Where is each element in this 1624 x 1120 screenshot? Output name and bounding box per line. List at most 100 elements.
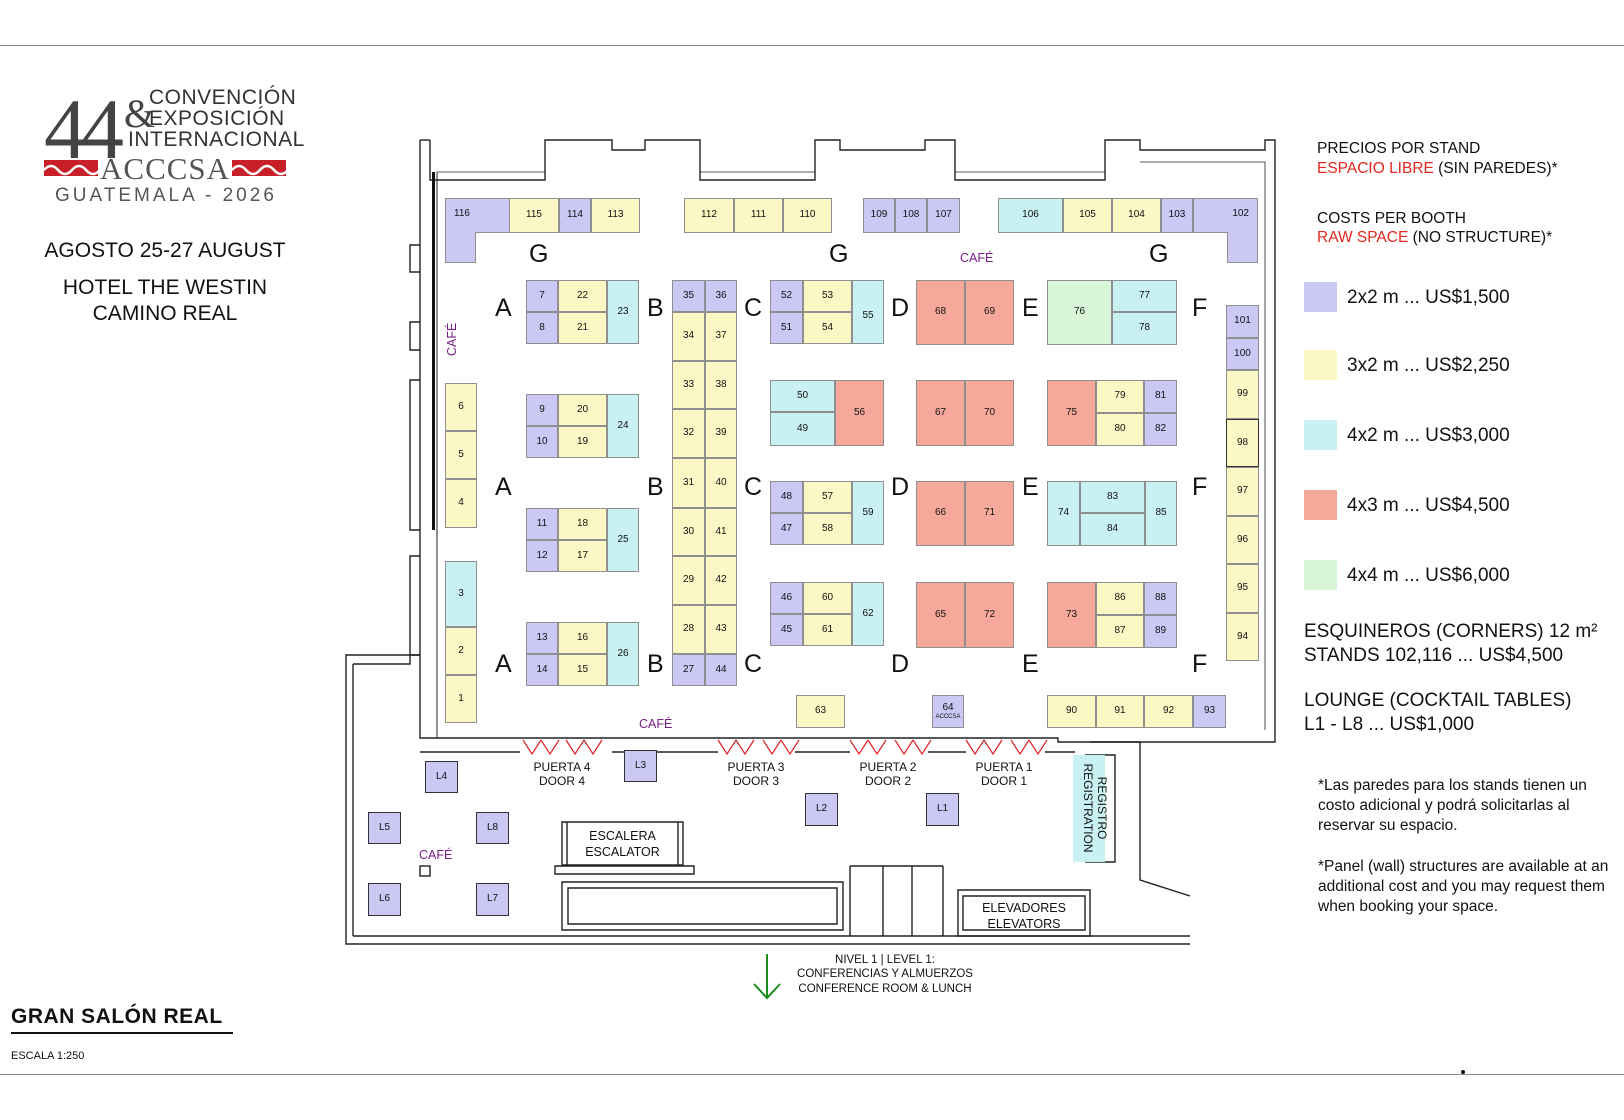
booth-37[interactable]: 37 [705, 312, 737, 361]
booth-22[interactable]: 22 [558, 280, 607, 312]
booth-80[interactable]: 80 [1096, 413, 1144, 446]
booth-6[interactable]: 6 [445, 383, 477, 431]
booth-96[interactable]: 96 [1226, 516, 1259, 564]
booth-54[interactable]: 54 [803, 312, 852, 344]
booth-2[interactable]: 2 [445, 627, 477, 675]
booth-82[interactable]: 82 [1144, 413, 1177, 446]
booth-39[interactable]: 39 [705, 409, 737, 458]
booth-1[interactable]: 1 [445, 675, 477, 723]
booth-9[interactable]: 9 [526, 394, 558, 426]
booth-99[interactable]: 99 [1226, 370, 1259, 419]
booth-85[interactable]: 85 [1145, 481, 1177, 546]
booth-20[interactable]: 20 [558, 394, 607, 426]
booth-90[interactable]: 90 [1047, 695, 1096, 728]
lounge-L8[interactable]: L8 [476, 812, 509, 844]
lounge-L6[interactable]: L6 [368, 883, 401, 916]
booth-45[interactable]: 45 [770, 614, 803, 646]
booth-109[interactable]: 109 [863, 198, 895, 233]
booth-113[interactable]: 113 [591, 198, 640, 233]
booth-78[interactable]: 78 [1112, 312, 1177, 345]
booth-36[interactable]: 36 [705, 280, 737, 312]
booth-67[interactable]: 67 [916, 380, 965, 446]
booth-27[interactable]: 27 [672, 654, 705, 686]
booth-21[interactable]: 21 [558, 312, 607, 344]
booth-16[interactable]: 16 [558, 622, 607, 654]
booth-63[interactable]: 63 [796, 695, 845, 728]
booth-46[interactable]: 46 [770, 582, 803, 614]
booth-72[interactable]: 72 [965, 582, 1014, 648]
booth-64[interactable]: 64 ACCCSA [932, 695, 964, 728]
lounge-L7[interactable]: L7 [476, 883, 509, 916]
booth-8[interactable]: 8 [526, 312, 558, 344]
booth-97[interactable]: 97 [1226, 467, 1259, 516]
booth-13[interactable]: 13 [526, 622, 558, 654]
booth-75[interactable]: 75 [1047, 380, 1096, 446]
booth-104[interactable]: 104 [1112, 198, 1161, 233]
booth-48[interactable]: 48 [770, 481, 803, 513]
booth-15[interactable]: 15 [558, 654, 607, 686]
booth-92[interactable]: 92 [1144, 695, 1193, 728]
booth-77[interactable]: 77 [1112, 280, 1177, 312]
booth-34[interactable]: 34 [672, 312, 705, 361]
booth-38[interactable]: 38 [705, 361, 737, 409]
booth-103[interactable]: 103 [1161, 198, 1193, 233]
booth-32[interactable]: 32 [672, 409, 705, 458]
booth-44[interactable]: 44 [705, 654, 737, 686]
booth-91[interactable]: 91 [1096, 695, 1144, 728]
booth-84[interactable]: 84 [1080, 513, 1145, 546]
booth-31[interactable]: 31 [672, 458, 705, 508]
booth-81[interactable]: 81 [1144, 380, 1177, 413]
booth-95[interactable]: 95 [1226, 564, 1259, 613]
booth-112[interactable]: 112 [684, 198, 734, 233]
booth-47[interactable]: 47 [770, 513, 803, 545]
booth-59[interactable]: 59 [852, 481, 884, 545]
booth-86[interactable]: 86 [1096, 582, 1144, 615]
booth-41[interactable]: 41 [705, 508, 737, 556]
booth-11[interactable]: 11 [526, 508, 558, 540]
booth-101[interactable]: 101 [1226, 305, 1259, 338]
booth-26[interactable]: 26 [607, 622, 639, 686]
booth-98[interactable]: 98 [1226, 419, 1259, 467]
booth-93[interactable]: 93 [1193, 695, 1226, 728]
booth-94[interactable]: 94 [1226, 613, 1259, 661]
booth-74[interactable]: 74 [1047, 481, 1080, 546]
booth-76[interactable]: 76 [1047, 280, 1112, 345]
booth-49[interactable]: 49 [770, 412, 835, 446]
booth-29[interactable]: 29 [672, 556, 705, 605]
booth-7[interactable]: 7 [526, 280, 558, 312]
booth-115[interactable]: 115 [509, 198, 559, 233]
booth-25[interactable]: 25 [607, 508, 639, 572]
booth-73[interactable]: 73 [1047, 582, 1096, 648]
booth-102-corner[interactable] [1227, 232, 1258, 263]
booth-66[interactable]: 66 [916, 481, 965, 546]
booth-87[interactable]: 87 [1096, 615, 1144, 648]
booth-114[interactable]: 114 [559, 198, 591, 233]
booth-61[interactable]: 61 [803, 614, 852, 646]
booth-62[interactable]: 62 [852, 582, 884, 646]
booth-111[interactable]: 111 [734, 198, 783, 233]
booth-14[interactable]: 14 [526, 654, 558, 686]
booth-43[interactable]: 43 [705, 605, 737, 654]
booth-102[interactable]: 102 [1193, 198, 1258, 233]
booth-28[interactable]: 28 [672, 605, 705, 654]
booth-24[interactable]: 24 [607, 394, 639, 458]
booth-71[interactable]: 71 [965, 481, 1014, 546]
booth-23[interactable]: 23 [607, 280, 639, 344]
booth-57[interactable]: 57 [803, 481, 852, 513]
booth-60[interactable]: 60 [803, 582, 852, 614]
booth-108[interactable]: 108 [895, 198, 927, 233]
booth-19[interactable]: 19 [558, 426, 607, 458]
booth-35[interactable]: 35 [672, 280, 705, 312]
booth-12[interactable]: 12 [526, 540, 558, 572]
booth-88[interactable]: 88 [1144, 582, 1177, 615]
booth-17[interactable]: 17 [558, 540, 607, 572]
booth-30[interactable]: 30 [672, 508, 705, 556]
booth-55[interactable]: 55 [852, 280, 884, 344]
booth-83[interactable]: 83 [1080, 481, 1145, 513]
booth-5[interactable]: 5 [445, 431, 477, 479]
booth-69[interactable]: 69 [965, 280, 1014, 345]
booth-40[interactable]: 40 [705, 458, 737, 508]
booth-70[interactable]: 70 [965, 380, 1014, 446]
booth-110[interactable]: 110 [783, 198, 832, 233]
booth-52[interactable]: 52 [770, 280, 803, 312]
